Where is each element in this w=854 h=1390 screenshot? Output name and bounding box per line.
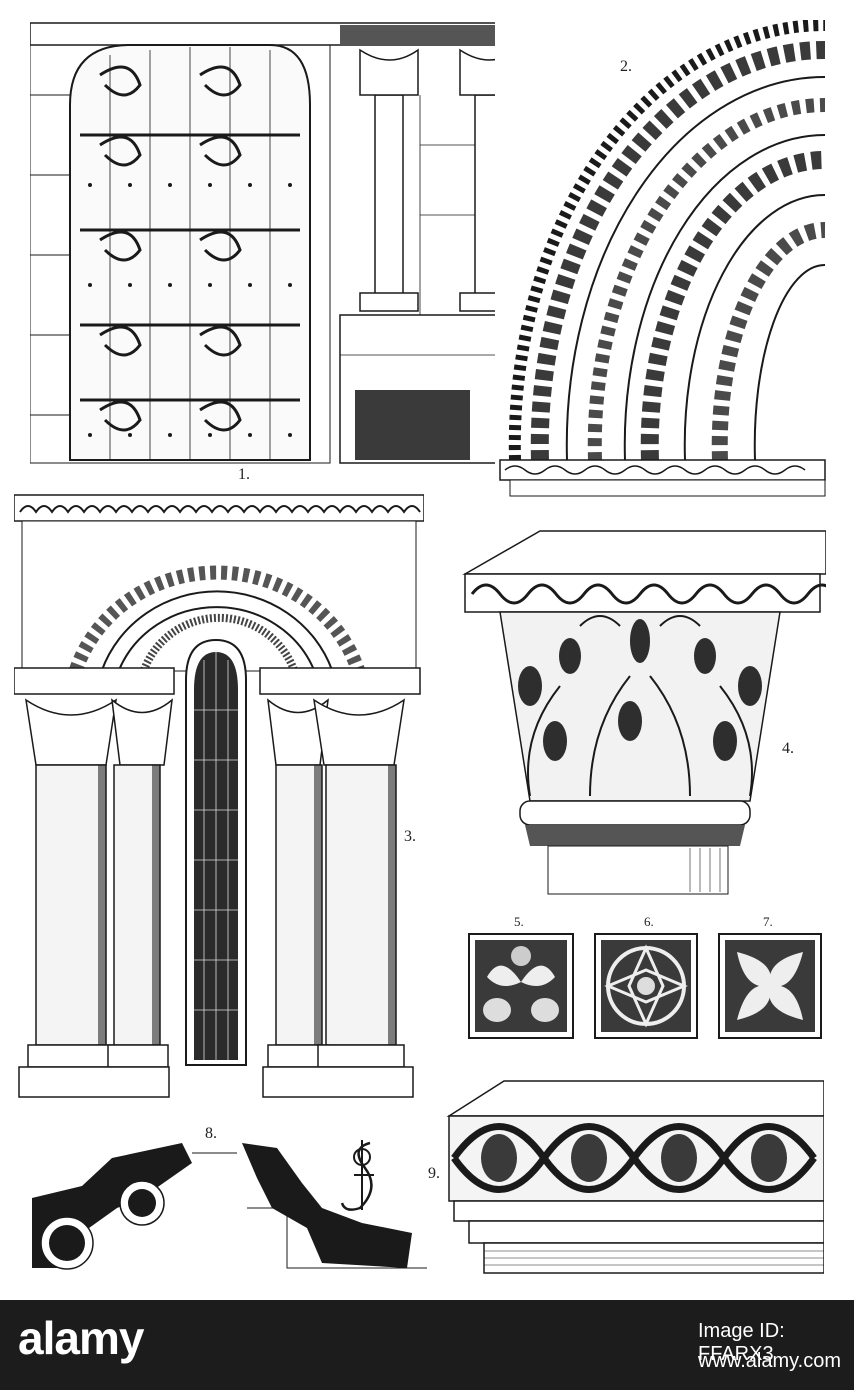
figure-8-section (22, 1138, 427, 1273)
watermark-brand: alamy (18, 1312, 144, 1364)
figure-4-capital (460, 526, 826, 896)
watermark-url: www.alamy.com (698, 1350, 841, 1372)
figure-6-panel (593, 932, 699, 1040)
figure-3-window (14, 490, 424, 1102)
figure-5-number: 5. (514, 914, 524, 929)
figure-7-number: 7. (763, 914, 773, 929)
watermark-image-id: Image ID: FFARX3 (698, 1320, 785, 1365)
figure-9-frieze (444, 1076, 824, 1276)
figure-3-number: 3. (404, 828, 416, 845)
figure-5-panel (467, 932, 575, 1040)
figure-8-number: 8. (205, 1125, 217, 1142)
figure-2-number: 2. (620, 58, 632, 75)
figure-9-number: 9. (428, 1165, 440, 1182)
watermark-footer (0, 1300, 854, 1390)
figure-6-number: 6. (644, 914, 654, 929)
figure-1-number: 1. (238, 466, 250, 483)
figure-4-number: 4. (782, 740, 794, 757)
figure-1-door (30, 15, 575, 465)
figure-7-panel (717, 932, 823, 1040)
figure-2-arch (495, 20, 830, 498)
monogram-mark (340, 1135, 390, 1215)
engraving-plate: 1. 2. (14, 15, 830, 1276)
